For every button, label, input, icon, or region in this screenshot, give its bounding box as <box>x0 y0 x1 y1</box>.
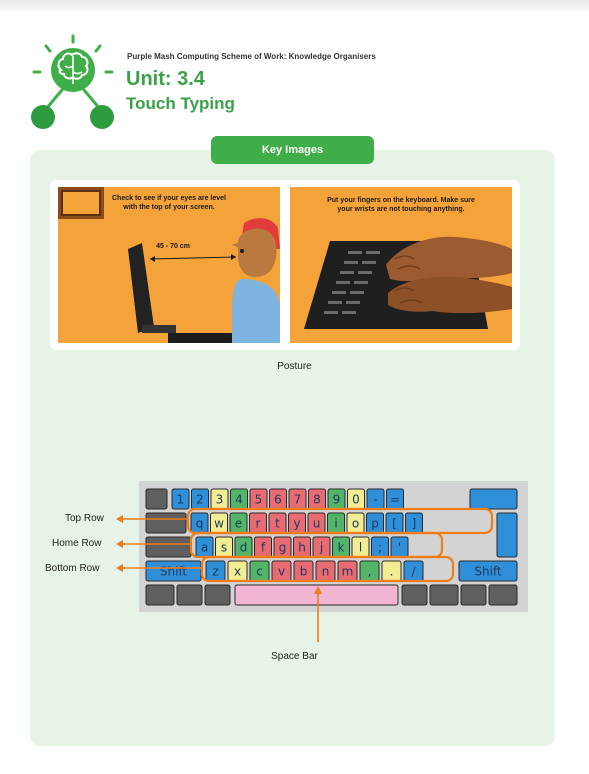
svg-text:n: n <box>322 565 330 579</box>
fingers-keyboard-illustration: Put your fingers on the keyboard. Make s… <box>290 187 512 343</box>
svg-text:h: h <box>298 541 306 555</box>
bottom-row-arrow <box>116 564 202 572</box>
key-shift-right: Shift <box>458 560 518 582</box>
svg-text:l: l <box>359 541 362 555</box>
svg-text:=: = <box>390 493 400 507</box>
key-[: [ <box>385 512 404 534</box>
svg-text:t: t <box>275 517 280 531</box>
svg-text:k: k <box>338 541 345 555</box>
svg-text:;: ; <box>378 541 382 555</box>
home-row-label: Home Row <box>52 538 102 549</box>
key-alt-right <box>401 584 428 606</box>
key-escape <box>145 488 168 510</box>
svg-text:d: d <box>240 541 248 555</box>
key-/: / <box>403 560 424 582</box>
svg-text:v: v <box>278 565 285 579</box>
eye-level-illustration: Check to see if your eyes are level with… <box>58 187 280 343</box>
key-space-bar <box>234 584 399 606</box>
svg-text:a: a <box>201 541 208 555</box>
key-j: j <box>312 536 331 558</box>
key-r: r <box>249 512 267 534</box>
unit-topic: Touch Typing <box>126 94 235 113</box>
svg-text:,: , <box>368 565 372 579</box>
key-2: 2 <box>191 488 209 510</box>
key-tab <box>145 512 187 534</box>
svg-text:9: 9 <box>333 493 341 507</box>
fingers-instruction-line2: your wrists are not touching anything. <box>337 206 465 213</box>
key-.: . <box>381 560 402 582</box>
scheme-title: Purple Mash Computing Scheme of Work: Kn… <box>127 52 376 61</box>
key-menu <box>429 584 459 606</box>
posture-caption: Posture <box>277 361 312 372</box>
svg-text:5: 5 <box>255 493 263 507</box>
svg-text:3: 3 <box>216 493 224 507</box>
key-alt-left <box>204 584 231 606</box>
svg-text:-: - <box>373 493 377 507</box>
svg-text:]: ] <box>412 517 417 531</box>
svg-text:4: 4 <box>235 493 243 507</box>
key-6: 6 <box>269 488 287 510</box>
top-row-outline <box>186 507 494 535</box>
svg-text:8: 8 <box>313 493 321 507</box>
top-row-label: Top Row <box>65 513 104 524</box>
home-row-outline <box>189 531 444 559</box>
key-enter <box>496 512 518 558</box>
svg-text:x: x <box>234 565 241 579</box>
key-1: 1 <box>171 488 190 510</box>
distance-label: 45 - 70 cm <box>156 243 190 250</box>
key-ctrl-left <box>145 584 175 606</box>
top-row-arrow <box>116 515 188 523</box>
home-row-arrow <box>116 540 191 548</box>
svg-text:0: 0 <box>352 493 360 507</box>
svg-text:y: y <box>293 517 300 531</box>
svg-text:r: r <box>256 517 261 531</box>
brain-logo-icon <box>31 34 114 129</box>
svg-text:w: w <box>214 517 224 531</box>
svg-text:2: 2 <box>196 493 204 507</box>
key-windows <box>488 584 518 606</box>
space-bar-label: Space Bar <box>271 651 318 662</box>
svg-text:Shift: Shift <box>474 565 502 579</box>
key-fn <box>176 584 203 606</box>
svg-text:q: q <box>196 517 204 531</box>
unit-number: Unit: 3.4 <box>126 68 205 90</box>
svg-text:z: z <box>212 565 218 579</box>
fingers-instruction-line1: Put your fingers on the keyboard. Make s… <box>327 197 475 204</box>
svg-text:': ' <box>398 541 401 555</box>
svg-text:6: 6 <box>274 493 282 507</box>
eye-level-instruction-line1: Check to see if your eyes are level <box>111 195 226 202</box>
bottom-row-outline <box>200 555 455 583</box>
svg-text:e: e <box>235 517 242 531</box>
key-images-tab[interactable]: Key Images <box>211 136 374 164</box>
top-shadow <box>0 0 589 14</box>
key-backspace <box>469 488 518 510</box>
key-;: ; <box>371 536 389 558</box>
svg-text:m: m <box>342 565 354 579</box>
svg-text:[: [ <box>392 517 397 531</box>
svg-text:o: o <box>352 517 359 531</box>
svg-text:.: . <box>390 565 394 579</box>
svg-text:b: b <box>300 565 308 579</box>
svg-text:j: j <box>319 541 323 555</box>
svg-text:f: f <box>261 541 266 555</box>
key-t: t <box>268 512 287 534</box>
svg-text:1: 1 <box>177 493 185 507</box>
eye-level-instruction-line2: with the top of your screen. <box>123 204 215 211</box>
svg-text:7: 7 <box>294 493 302 507</box>
bottom-row-label: Bottom Row <box>45 563 100 574</box>
key-ctrl-right <box>460 584 487 606</box>
svg-text:c: c <box>256 565 263 579</box>
svg-text:i: i <box>334 517 337 531</box>
svg-text:u: u <box>313 517 321 531</box>
svg-text:p: p <box>371 517 379 531</box>
svg-text:g: g <box>279 541 287 555</box>
svg-text:/: / <box>411 565 416 579</box>
space-bar-arrow <box>314 586 322 642</box>
key-d: d <box>234 536 253 558</box>
svg-text:s: s <box>221 541 227 555</box>
